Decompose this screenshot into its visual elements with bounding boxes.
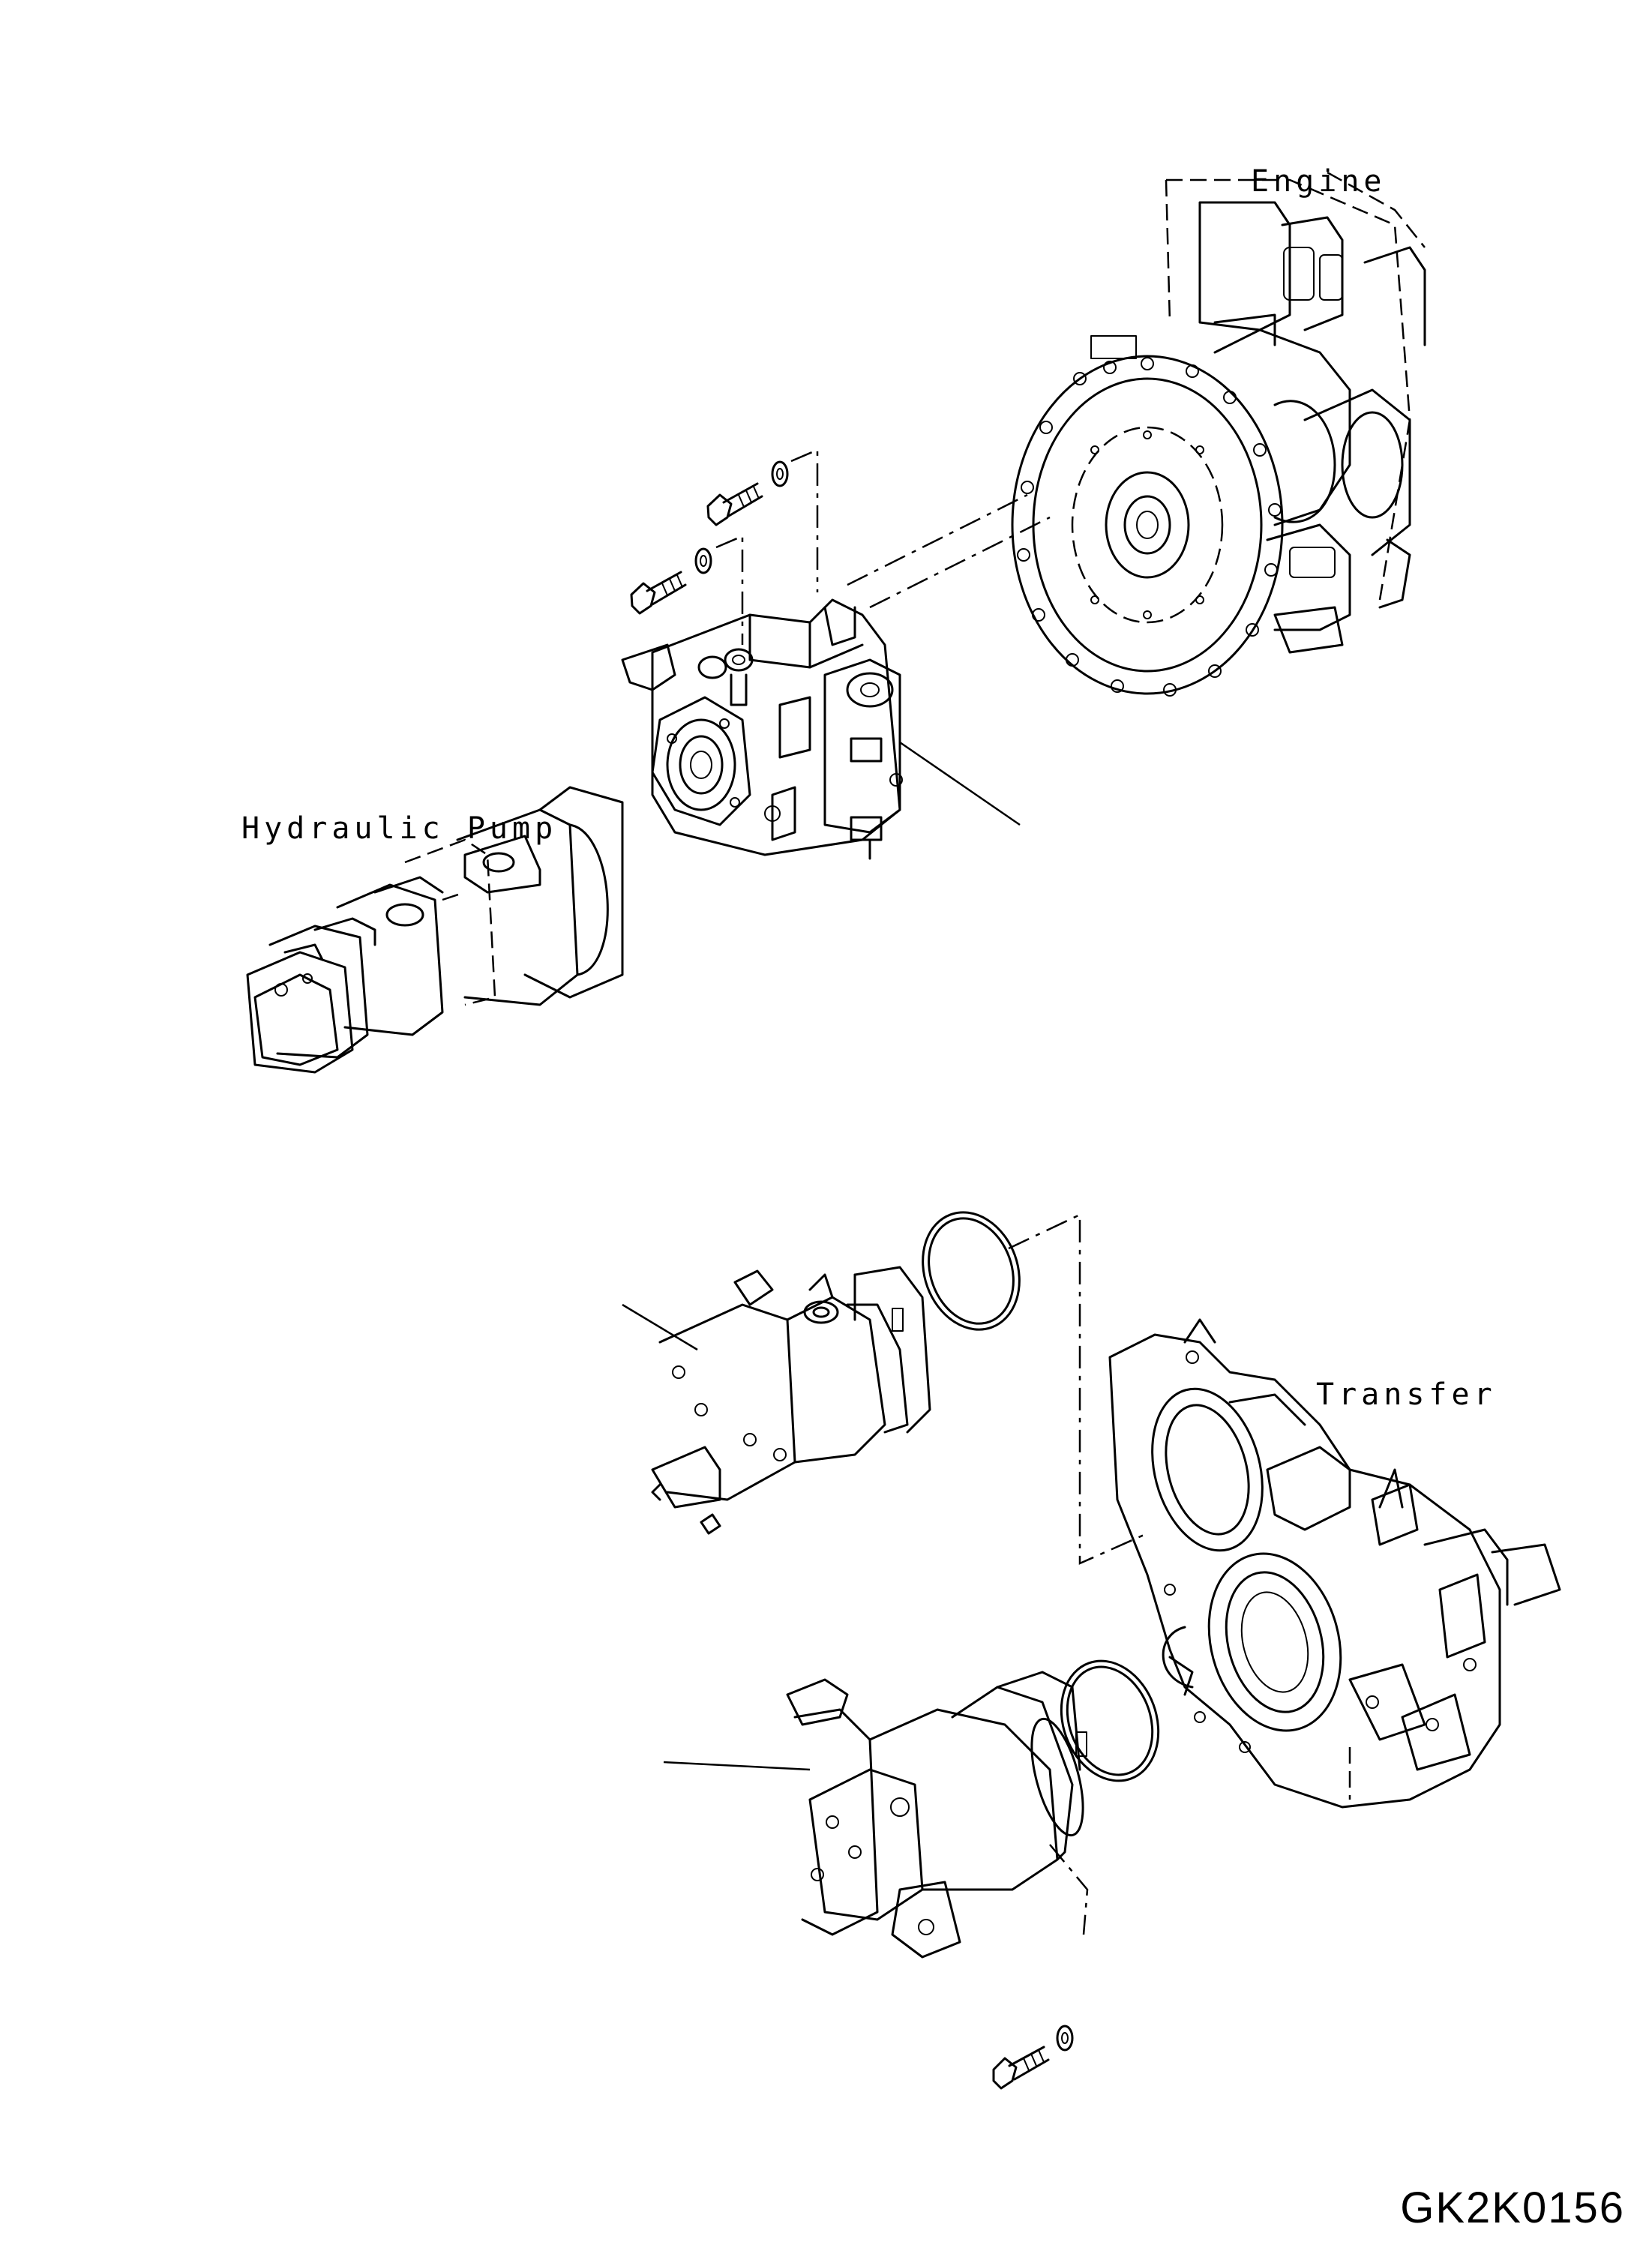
hst-pump	[621, 598, 903, 860]
figure-code: GK2K0156	[1400, 2184, 1625, 2232]
hst-motor-lower	[786, 1671, 1087, 1959]
label-hydraulic-pump: Hydraulic Pump	[241, 811, 557, 846]
transfer-assembly	[1108, 1318, 1561, 1809]
hst-motor-upper	[651, 1266, 931, 1535]
hst-motor-upper-leader	[622, 1303, 698, 1351]
hst-pump-leader	[899, 741, 1021, 826]
upper-bolts	[630, 448, 1051, 645]
engine-assembly	[1011, 171, 1426, 697]
hst-motor-lower-leader	[663, 1761, 811, 1771]
alignment-line-upper-motor	[1008, 1213, 1148, 1565]
o-ring-upper	[922, 1211, 1021, 1331]
label-transfer: Transfer	[1316, 1377, 1497, 1412]
label-engine: Engine	[1251, 164, 1387, 199]
lower-bolt	[992, 1844, 1089, 2090]
o-ring-lower	[1060, 1659, 1160, 1782]
hydraulic-pump	[246, 786, 624, 1074]
flywheel-bolt-holes	[1017, 357, 1282, 697]
